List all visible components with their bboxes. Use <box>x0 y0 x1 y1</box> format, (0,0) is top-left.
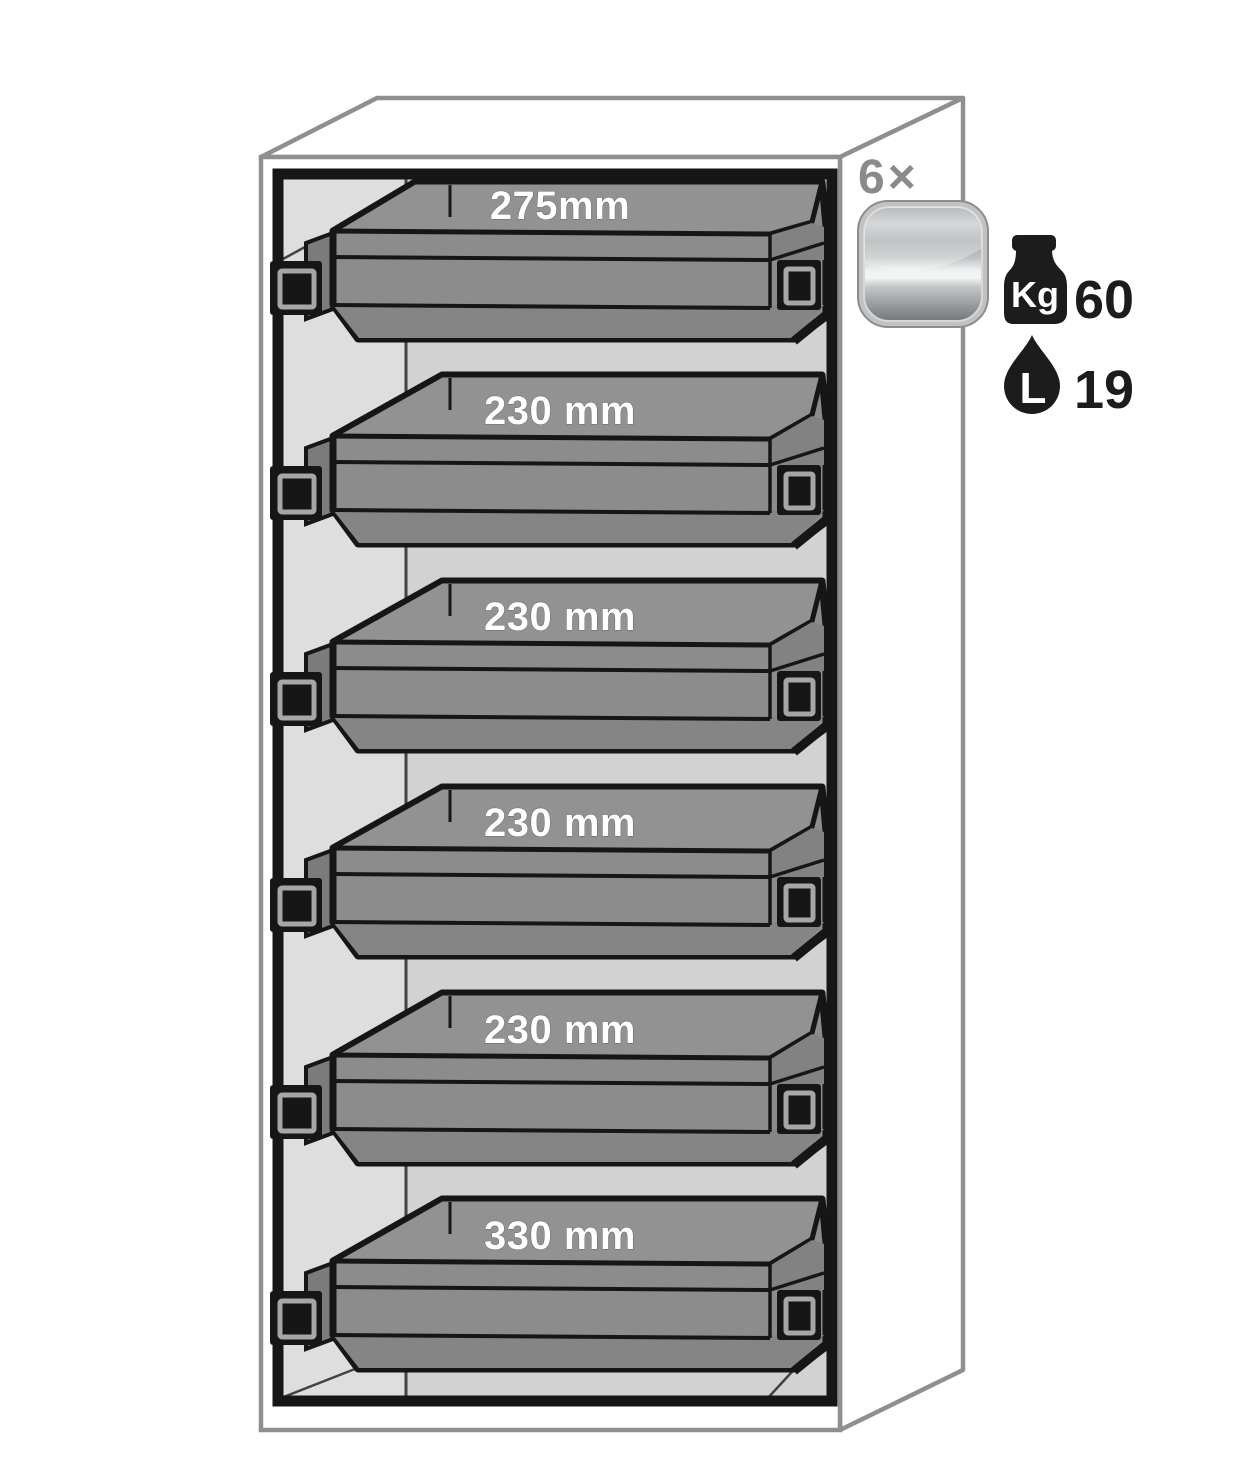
tray-top-face <box>330 1196 825 1267</box>
left-latch-frame <box>277 473 317 515</box>
tray-edge-line <box>332 303 771 310</box>
tray-top-face <box>330 372 825 442</box>
volume-capacity: L 19 <box>1004 335 1134 420</box>
quantity-label: 6× <box>858 151 919 204</box>
tray-edge-line <box>791 1341 829 1375</box>
tray-bottom-band <box>333 1129 824 1162</box>
tray-bottom-band <box>333 922 824 955</box>
tray-edge-line <box>791 1135 829 1169</box>
tray-edge-line <box>332 714 771 721</box>
tray-edge-line <box>769 858 825 879</box>
tray-top-face <box>330 578 825 648</box>
volume-value: 19 <box>1074 360 1134 420</box>
weight-capacity: Kg 60 <box>1004 235 1134 330</box>
tray-bottom-band <box>333 305 824 338</box>
tray-edge-line <box>332 872 771 879</box>
left-latch-frame <box>277 1298 317 1340</box>
drawer-tray-3 <box>304 577 830 756</box>
tray-bottom-band <box>333 510 824 543</box>
right-latch-frame <box>783 1090 816 1130</box>
tray-latches-6 <box>270 1290 821 1345</box>
left-latch-frame <box>277 679 317 721</box>
tray-edge-line <box>769 1271 825 1292</box>
tray-edge-line <box>332 460 771 467</box>
tray-edge-line <box>769 446 825 467</box>
tray-edge-line <box>332 666 771 673</box>
tray-edge-line <box>332 255 771 262</box>
right-latch-frame <box>783 266 816 306</box>
tray-edge-line <box>332 1127 771 1134</box>
tray-top-face <box>330 784 825 854</box>
weight-unit-label: Kg <box>1011 274 1059 315</box>
tray-edge-line <box>332 1333 771 1340</box>
right-latch-frame <box>783 471 816 511</box>
interior-left-wall <box>278 174 406 1401</box>
cabinet-opening-frame <box>272 168 838 1407</box>
tray-latches-2 <box>270 465 821 520</box>
tray-top-face <box>330 990 825 1061</box>
right-latch-frame <box>783 883 816 923</box>
tray-edge-line <box>769 241 825 262</box>
tray-depth-label: 330 mm <box>484 1214 636 1258</box>
tray-edge-line <box>791 516 829 550</box>
drawer-tray-2 <box>304 371 830 550</box>
drawer-tray-4 <box>304 783 830 962</box>
weight-kg-icon: Kg <box>1004 235 1067 324</box>
left-latch-frame <box>277 268 317 310</box>
tray-edge-line <box>769 652 825 673</box>
right-latch-frame <box>783 1296 816 1336</box>
tray-edge-line <box>332 508 771 515</box>
tray-latches-5 <box>270 1084 821 1139</box>
tray-edge-line <box>332 1285 771 1292</box>
tray-edge-line <box>332 1079 771 1086</box>
tray-depth-label: 230 mm <box>484 595 636 639</box>
volume-droplet-icon: L <box>1004 335 1060 414</box>
tray-edge-line <box>332 920 771 927</box>
tray-top-face <box>330 179 825 237</box>
tray-depth-label: 230 mm <box>484 389 636 433</box>
left-latch-frame <box>277 885 317 927</box>
left-latch-frame <box>277 1092 317 1134</box>
tray-depth-label: 230 mm <box>484 801 636 845</box>
drawer-tray-6 <box>304 1195 830 1375</box>
tray-edge-line <box>791 311 829 345</box>
tray-depth-label: 230 mm <box>484 1008 636 1052</box>
tray-edge-line <box>791 928 829 962</box>
volume-unit-label: L <box>1020 364 1047 413</box>
metal-chip-icon <box>857 200 989 328</box>
tray-edge-line <box>769 1065 825 1086</box>
tray-bottom-band <box>333 1335 824 1368</box>
drawer-tray-1 <box>304 178 830 345</box>
tray-latches-1 <box>270 260 821 315</box>
tray-bottom-band <box>333 716 824 749</box>
tray-latches-3 <box>270 671 821 726</box>
drawer-tray-5 <box>304 989 830 1169</box>
quantity-annotation: 6× <box>858 151 919 204</box>
tray-edge-line <box>791 722 829 756</box>
tray-depth-label: 275mm <box>490 184 630 228</box>
tray-right-end <box>771 223 824 260</box>
tray-latches-4 <box>270 877 821 932</box>
latch-layer <box>270 260 821 1345</box>
interior-floor-left-edge <box>280 1365 361 1400</box>
tray-layer <box>304 178 830 1375</box>
tray-label-layer: 275mm 230 mm 230 mm 230 mm 230 mm 330 mm <box>484 184 636 1259</box>
weight-value: 60 <box>1074 270 1134 330</box>
right-latch-frame <box>783 677 816 717</box>
